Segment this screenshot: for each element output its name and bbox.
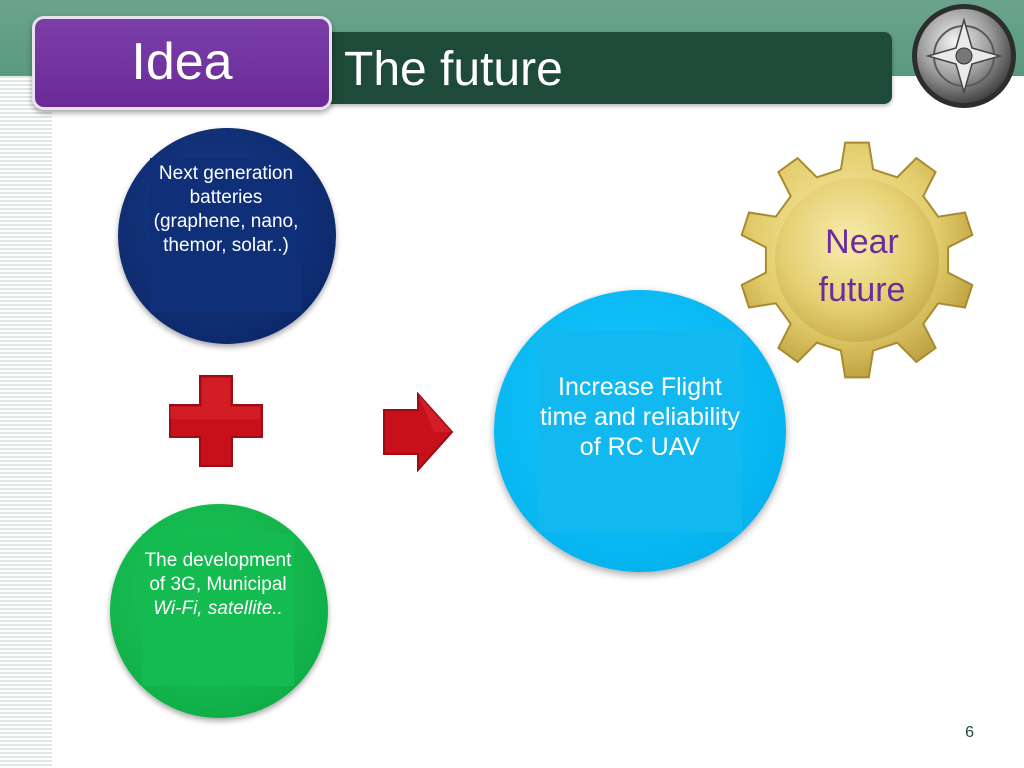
connectivity-bubble-panel	[142, 534, 294, 686]
batteries-text: Next generation batteries (graphene, nan…	[153, 163, 299, 256]
arrow-right-icon	[383, 392, 454, 472]
near-future-label: Near future	[818, 223, 906, 309]
compass-logo-icon	[912, 4, 1016, 108]
connectivity-text-regular: The development of 3G, Municipal	[144, 550, 292, 595]
left-decorative-strip	[0, 76, 52, 768]
plus-icon	[169, 375, 263, 467]
title-bar	[300, 32, 892, 104]
gear-icon	[740, 141, 974, 379]
result-bubble-panel	[538, 330, 742, 532]
section-label-box	[32, 16, 332, 110]
page-number: 6	[965, 724, 974, 741]
connectivity-text: The development of 3G, Municipal Wi-Fi, …	[142, 549, 294, 621]
slide-title: The future	[344, 43, 563, 96]
connectivity-text-italic: Wi-Fi, satellite..	[153, 598, 283, 619]
section-label: Idea	[131, 33, 233, 91]
batteries-bubble-panel	[150, 158, 302, 312]
result-text: Increase Flight time and reliability of …	[539, 373, 741, 461]
